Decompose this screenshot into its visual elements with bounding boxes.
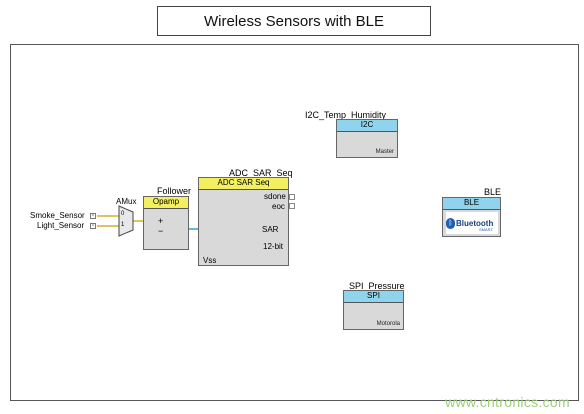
amux-label: AMux: [116, 197, 137, 206]
ble-header: BLE: [443, 198, 500, 210]
adc-header: ADC SAR Seq: [199, 178, 288, 190]
ble-label: BLE: [484, 187, 502, 197]
bluetooth-logo-text: Bluetooth: [456, 218, 494, 228]
sar-label: SAR: [262, 225, 279, 234]
i2c-header: I2C: [337, 120, 397, 132]
eoc-terminal-icon[interactable]: [289, 203, 295, 209]
i2c-label: I2C_Temp_Humidity: [305, 110, 387, 120]
spi-label: SPI_Pressure: [349, 281, 405, 291]
diagram-title: Wireless Sensors with BLE: [157, 6, 431, 36]
vss-label: Vss: [203, 256, 217, 265]
amux-pin-1: 1: [121, 222, 125, 228]
adc-eoc-label: eoc: [272, 202, 285, 211]
follower-label: Follower: [157, 186, 192, 196]
adc-label: ADC_SAR_Seq: [229, 168, 293, 178]
spi-header: SPI: [344, 291, 403, 303]
opamp-component[interactable]: Opamp: [143, 196, 189, 250]
adc-bits-label: 12-bit: [263, 242, 284, 251]
spi-mode: Motorola: [376, 321, 400, 327]
watermark: www.cntronics.com: [445, 394, 570, 410]
bluetooth-smart-text: SMART: [479, 227, 493, 232]
amux-pin-0: 0: [121, 211, 125, 217]
terminal-smoke-icon[interactable]: ×: [90, 213, 96, 219]
input-label-smoke: Smoke_Sensor: [30, 211, 85, 220]
bluetooth-logo: ᛒ Bluetooth: [446, 212, 498, 234]
i2c-component[interactable]: I2C Master: [336, 119, 398, 158]
adc-component[interactable]: ADC SAR Seq: [198, 177, 289, 266]
input-label-light: Light_Sensor: [37, 221, 85, 230]
terminal-light-icon[interactable]: ×: [90, 223, 96, 229]
opamp-plus: +: [158, 216, 164, 226]
bluetooth-icon: ᛒ: [446, 217, 455, 229]
spi-component[interactable]: SPI Motorola: [343, 290, 404, 330]
sdone-terminal-icon[interactable]: [289, 194, 295, 200]
opamp-header: Opamp: [144, 197, 188, 209]
opamp-minus: −: [158, 226, 164, 236]
ble-component[interactable]: BLE ᛒ Bluetooth SMART: [442, 197, 501, 237]
i2c-mode: Master: [375, 149, 394, 155]
amux-shape: [118, 205, 134, 237]
adc-sdone-label: sdone: [264, 192, 286, 201]
